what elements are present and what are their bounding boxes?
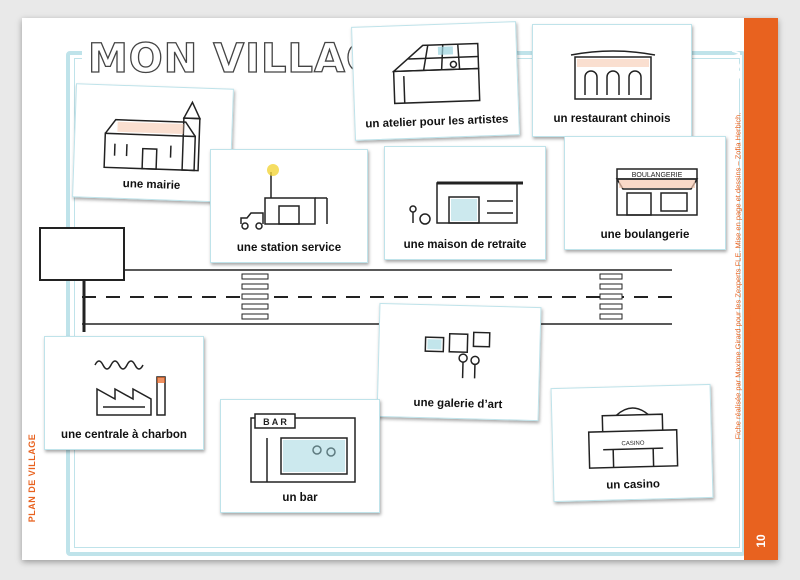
card-station-service: une station service <box>210 149 368 263</box>
card-maison-de-retraite: une maison de retraite <box>384 146 546 260</box>
card-restaurant-chinois: un restaurant chinois <box>532 24 692 137</box>
plan-label: PLAN DE VILLAGE <box>27 433 37 523</box>
card-label: un restaurant chinois <box>553 113 671 125</box>
worksheet-page: Le village 10 Fiche réalisée par Maxime … <box>22 18 778 560</box>
bar-sign-text: B A R <box>263 417 287 427</box>
card-centrale-charbon: une centrale à charbon <box>44 336 204 450</box>
card-label: un casino <box>606 478 661 492</box>
retirement-home-icon <box>409 181 523 225</box>
card-label: une centrale à charbon <box>61 429 187 441</box>
card-atelier: un atelier pour les artistes <box>351 21 520 141</box>
chinese-restaurant-icon <box>570 50 656 100</box>
road-sign-icon <box>39 227 125 332</box>
card-label: une station service <box>236 242 342 254</box>
road-drawing <box>82 269 672 325</box>
artist-studio-icon <box>391 42 481 105</box>
gas-station-icon <box>240 164 328 230</box>
bakery-sign-text: BOULANGERIE <box>632 172 683 179</box>
casino-icon: CASINO <box>587 407 679 469</box>
card-casino: CASINO un casino <box>550 383 714 503</box>
page-number: 10 <box>754 534 768 548</box>
town-hall-icon <box>103 100 202 172</box>
card-label: une maison de retraite <box>403 239 527 251</box>
side-band <box>744 18 778 560</box>
coal-plant-icon <box>94 360 166 416</box>
bakery-icon: BOULANGERIE <box>615 168 699 216</box>
card-galerie-art: une galerie d’art <box>376 302 542 422</box>
card-label: une galerie d’art <box>413 396 503 412</box>
card-label: une boulangerie <box>600 229 690 241</box>
casino-sign-text: CASINO <box>621 441 644 448</box>
card-boulangerie: BOULANGERIE une boulangerie <box>564 136 726 250</box>
bar-icon: B A R <box>250 413 356 483</box>
side-title: Le village <box>726 18 744 80</box>
card-label: un bar <box>282 492 318 504</box>
card-bar: B A R un bar <box>220 399 380 513</box>
art-gallery-icon <box>424 331 491 379</box>
card-mairie: une mairie <box>72 83 234 203</box>
credit-line-1: Fiche réalisée par Maxime Girard pour le… <box>733 112 743 440</box>
credit-line-2: www.leszexpertsfle.com – Tous droits rés… <box>744 300 754 456</box>
